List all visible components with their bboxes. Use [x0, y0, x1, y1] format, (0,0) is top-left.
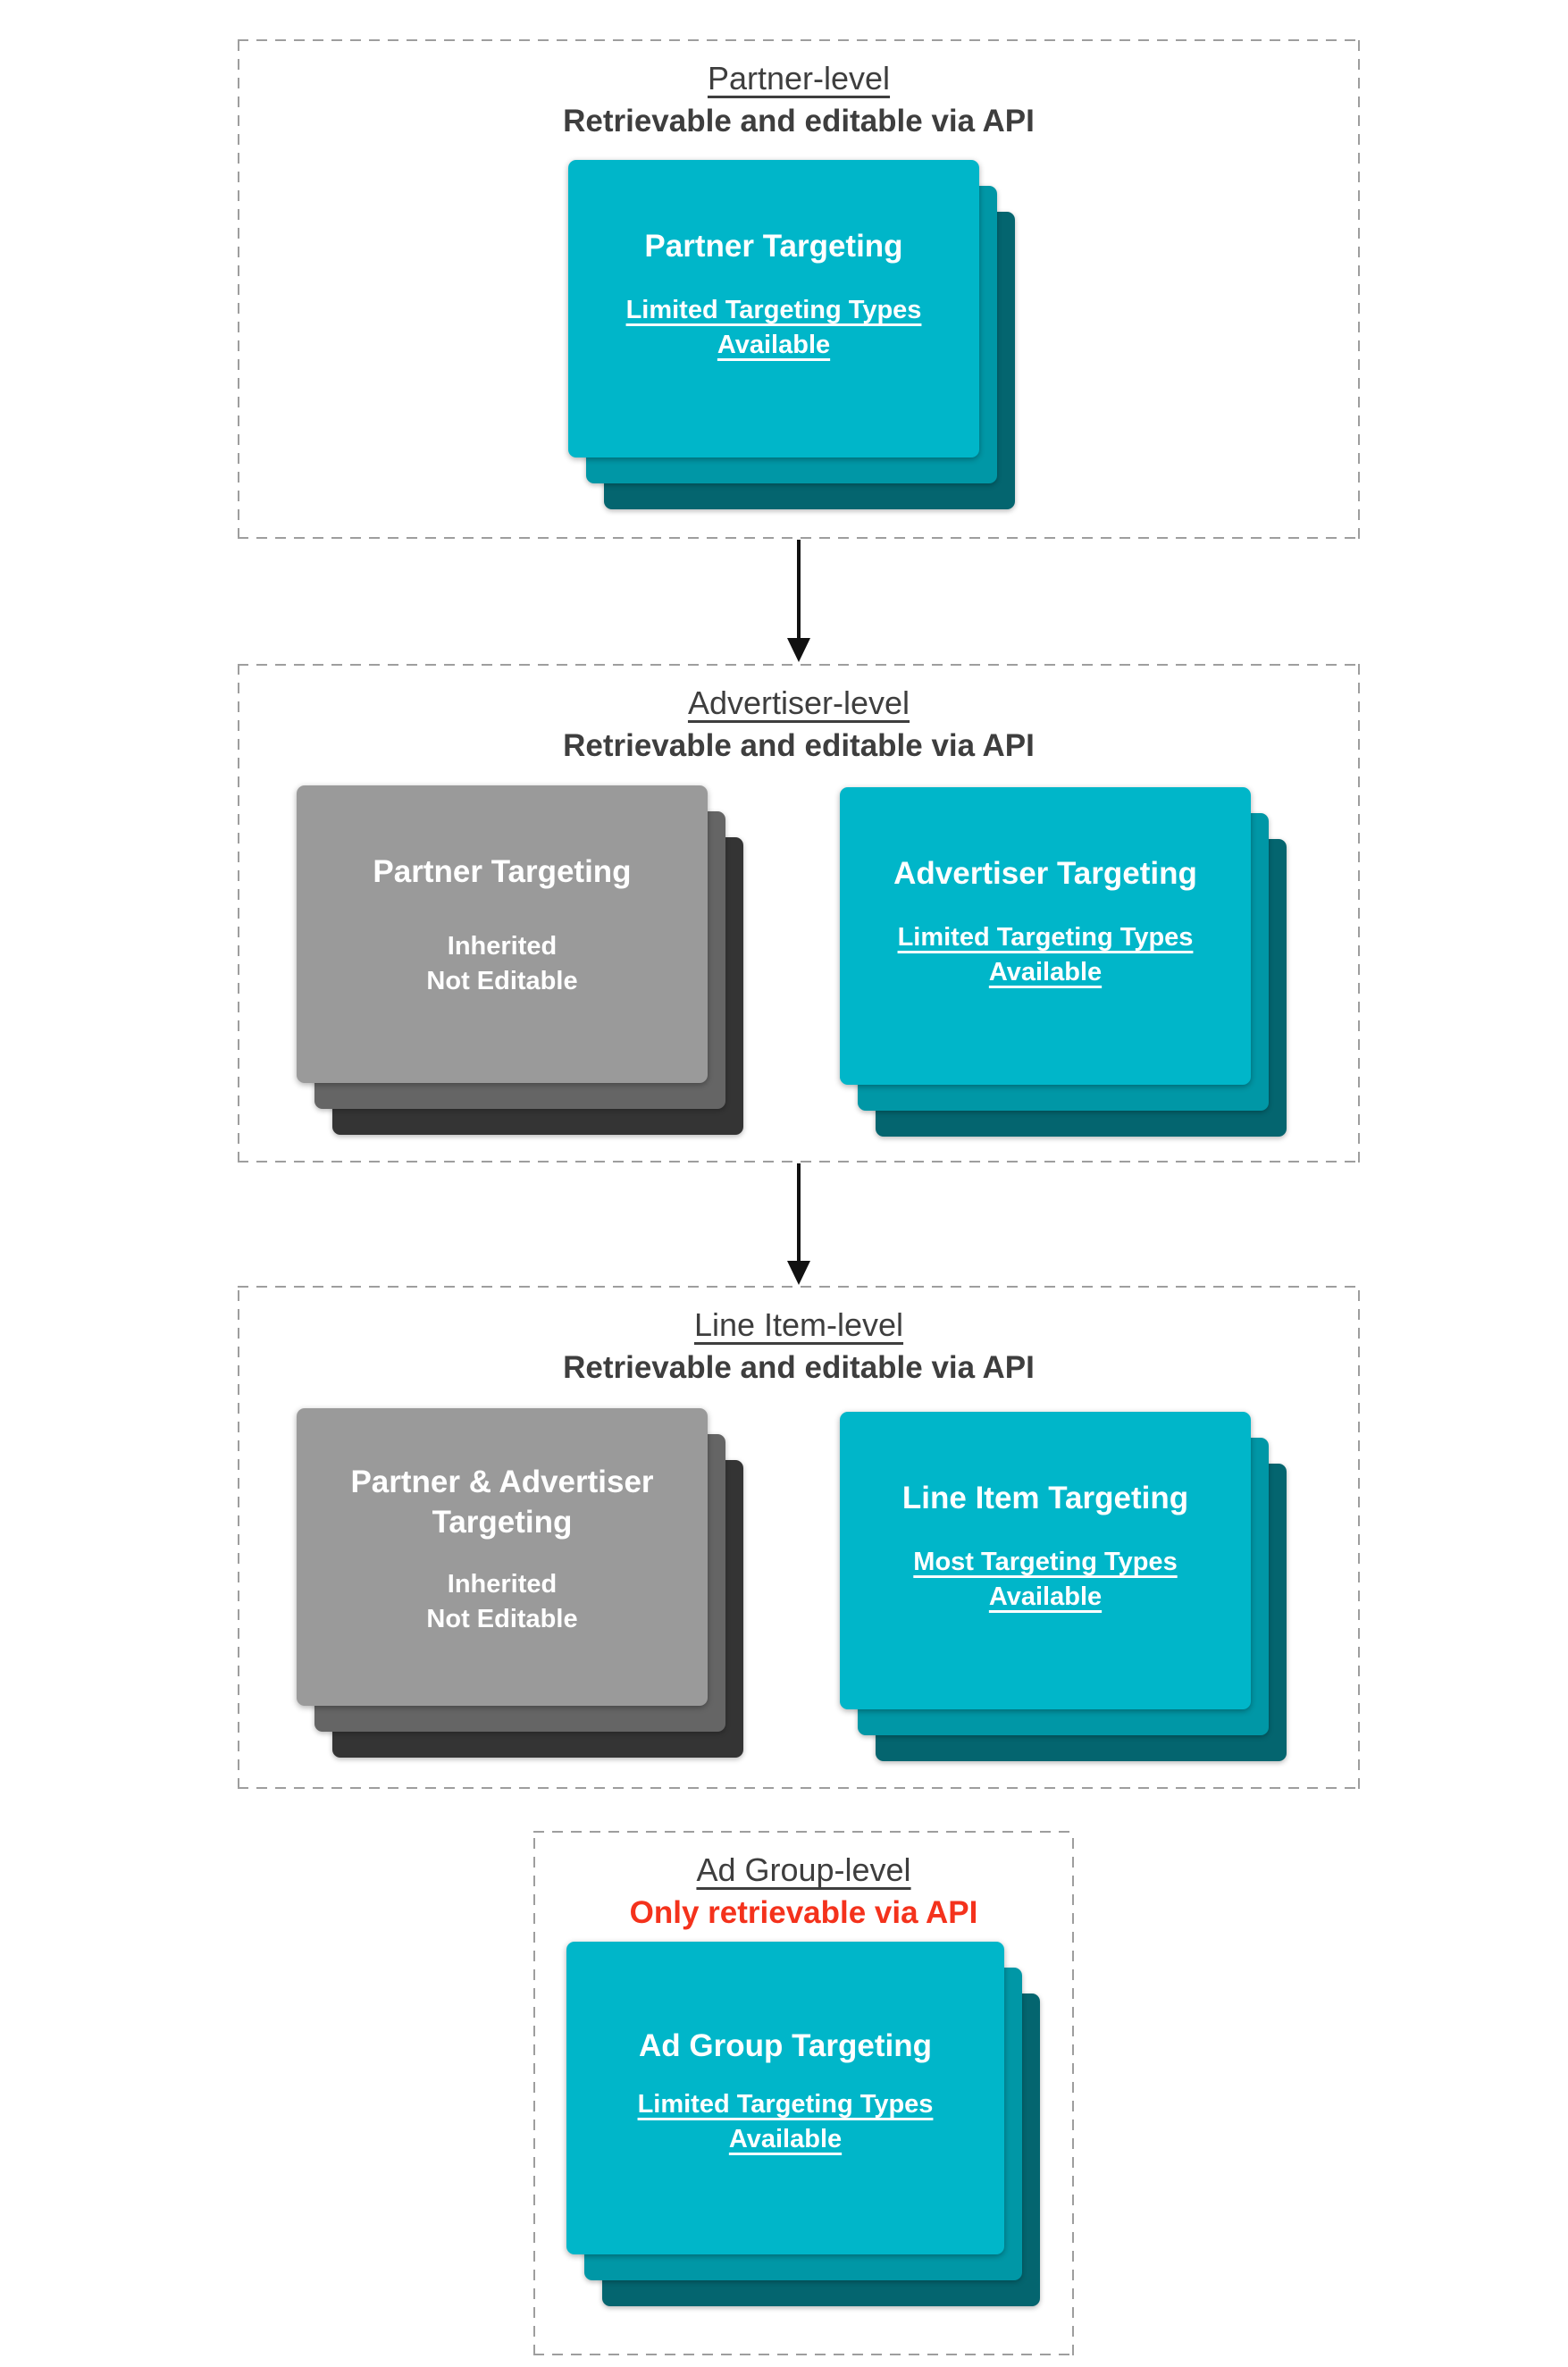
- card-subtitle: Inherited Not Editable: [322, 929, 683, 999]
- ad-group-targeting-card-stack: Ad Group Targeting Limited Targeting Typ…: [566, 1942, 1040, 2306]
- card-title: Advertiser Targeting: [893, 856, 1197, 891]
- card-subtitle-line: Limited Targeting Types: [625, 296, 922, 324]
- card-subtitle: Inherited Not Editable: [322, 1567, 683, 1637]
- card-subtitle-line: Most Targeting Types: [913, 1548, 1178, 1576]
- card-title: Partner & Advertiser Targeting: [350, 1465, 654, 1540]
- card-face: Line Item Targeting Most Targeting Types…: [840, 1412, 1251, 1709]
- card-title: Line Item Targeting: [901, 1481, 1189, 1515]
- partner-targeting-card-stack: Partner Targeting Limited Targeting Type…: [568, 160, 1015, 509]
- partner-advertiser-inherited-card-stack: Partner & Advertiser Targeting Inherited…: [297, 1408, 743, 1758]
- arrow-head-icon: [787, 638, 810, 662]
- card-subtitle-line: Available: [988, 1582, 1103, 1611]
- card-subtitle-line: Available: [988, 958, 1103, 986]
- card-face: Partner & Advertiser Targeting Inherited…: [297, 1408, 708, 1706]
- section-subtitle: Retrievable and editable via API: [563, 1350, 1035, 1385]
- card-subtitle-line: Not Editable: [426, 1605, 578, 1633]
- card-face: Advertiser Targeting Limited Targeting T…: [840, 787, 1251, 1085]
- card-title: Ad Group Targeting: [639, 2028, 932, 2063]
- card-face: Partner Targeting Inherited Not Editable: [297, 785, 708, 1083]
- section-title: Partner-level: [707, 60, 891, 97]
- section-header: Ad Group-level Only retrievable via API: [533, 1831, 1074, 1934]
- card-subtitle-line: Limited Targeting Types: [637, 2090, 934, 2119]
- section-header: Advertiser-level Retrievable and editabl…: [238, 664, 1360, 767]
- card-subtitle: Limited Targeting Types Available: [591, 2087, 979, 2157]
- card-subtitle-line: Inherited: [447, 932, 558, 961]
- flow-arrow-1: [787, 540, 810, 662]
- section-subtitle: Retrievable and editable via API: [563, 104, 1035, 138]
- card-subtitle-line: Limited Targeting Types: [897, 923, 1194, 952]
- card-subtitle-line: Not Editable: [426, 967, 578, 995]
- section-title: Ad Group-level: [696, 1851, 911, 1888]
- card-subtitle-line: Available: [717, 331, 831, 359]
- card-subtitle: Most Targeting Types Available: [865, 1545, 1226, 1615]
- section-title: Line Item-level: [693, 1306, 904, 1343]
- advertiser-targeting-card-stack: Advertiser Targeting Limited Targeting T…: [840, 787, 1287, 1137]
- card-face: Partner Targeting Limited Targeting Type…: [568, 160, 979, 457]
- card-subtitle-line: Available: [728, 2125, 843, 2153]
- arrow-head-icon: [787, 1261, 810, 1285]
- arrow-line: [797, 1163, 801, 1261]
- card-title: Partner Targeting: [644, 229, 903, 264]
- line-item-targeting-card-stack: Line Item Targeting Most Targeting Types…: [840, 1412, 1287, 1761]
- card-title: Partner Targeting: [373, 854, 632, 889]
- section-title: Advertiser-level: [687, 684, 910, 721]
- card-subtitle: Limited Targeting Types Available: [865, 920, 1226, 990]
- card-subtitle: Limited Targeting Types Available: [593, 293, 954, 363]
- arrow-line: [797, 540, 801, 638]
- flow-arrow-2: [787, 1163, 810, 1285]
- section-subtitle: Retrievable and editable via API: [563, 728, 1035, 763]
- card-face: Ad Group Targeting Limited Targeting Typ…: [566, 1942, 1004, 2254]
- section-header: Partner-level Retrievable and editable v…: [238, 39, 1360, 142]
- card-subtitle-line: Inherited: [447, 1570, 558, 1599]
- section-subtitle: Only retrievable via API: [629, 1895, 978, 1930]
- section-header: Line Item-level Retrievable and editable…: [238, 1286, 1360, 1389]
- partner-targeting-inherited-card-stack: Partner Targeting Inherited Not Editable: [297, 785, 743, 1135]
